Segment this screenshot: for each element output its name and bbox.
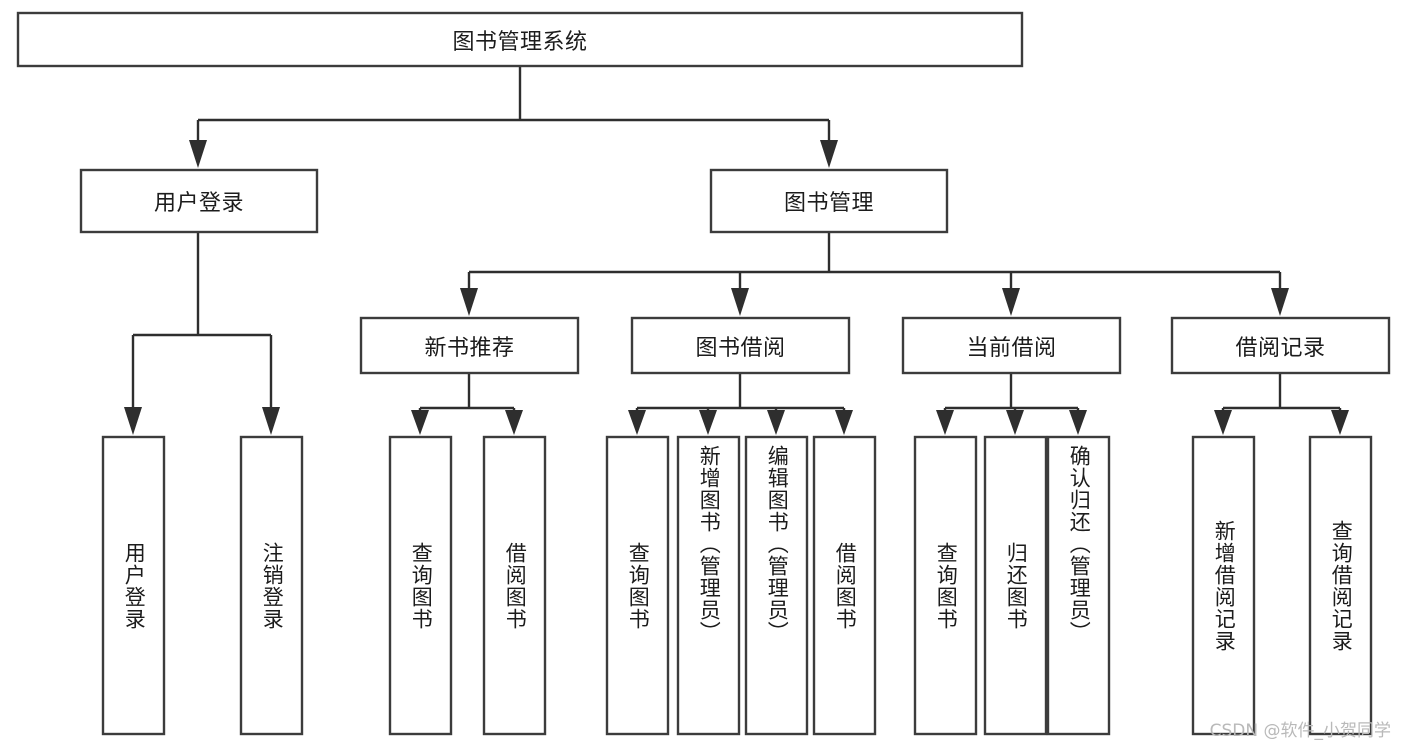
node-box-leaf-current-borrow-1[interactable]	[913, 435, 978, 736]
csdn-watermark: CSDN @软件_小贺同学	[1209, 721, 1391, 741]
arrow-borrow-record-leaf-1	[1214, 410, 1232, 435]
connector-group-book-manage	[460, 232, 1289, 316]
arrow-book-borrow-leaf-1	[628, 410, 646, 435]
node-box-leaf-user-login-2[interactable]	[239, 435, 304, 736]
node-box-user-login[interactable]	[79, 168, 319, 234]
node-box-leaf-borrow-record-1[interactable]	[1191, 435, 1256, 736]
arrow-new-book-leaf-2	[505, 410, 523, 435]
node-box-borrow-record[interactable]	[1170, 316, 1391, 375]
node-box-leaf-book-borrow-2[interactable]	[676, 435, 741, 736]
connector-group-current-borrow	[936, 373, 1087, 435]
node-box-leaf-book-borrow-1[interactable]	[605, 435, 670, 736]
node-box-leaf-new-book-2[interactable]	[482, 435, 547, 736]
arrow-book-borrow-leaf-4	[835, 410, 853, 435]
arrow-borrow-record-leaf-2	[1331, 410, 1349, 435]
node-box-leaf-borrow-record-2[interactable]	[1308, 435, 1373, 736]
connector-group-book-borrow	[628, 373, 853, 435]
arrow-book-manage-to-book-borrow	[731, 288, 749, 316]
arrow-user-login-leaf-2	[262, 407, 280, 435]
arrow-book-manage-to-current-borrow	[1002, 288, 1020, 316]
connector-group-borrow-record	[1214, 373, 1349, 435]
arrow-root-to-user-login	[189, 140, 207, 168]
node-box-new-book-recommend[interactable]	[359, 316, 580, 375]
arrow-user-login-leaf-1	[124, 407, 142, 435]
node-box-leaf-book-borrow-3[interactable]	[744, 435, 809, 736]
node-box-book-borrow[interactable]	[630, 316, 851, 375]
node-box-book-manage[interactable]	[709, 168, 949, 234]
arrow-current-borrow-leaf-2	[1006, 410, 1024, 435]
connector-group-root	[189, 66, 838, 168]
arrow-book-borrow-leaf-3	[767, 410, 785, 435]
arrow-book-manage-to-borrow-record	[1271, 288, 1289, 316]
connector-group-user-login	[124, 232, 280, 435]
node-box-leaf-current-borrow-2[interactable]	[983, 435, 1048, 736]
node-box-leaf-book-borrow-4[interactable]	[812, 435, 877, 736]
arrow-book-borrow-leaf-2	[699, 410, 717, 435]
node-box-leaf-new-book-1[interactable]	[388, 435, 453, 736]
connector-group-new-book	[411, 373, 523, 435]
arrow-new-book-leaf-1	[411, 410, 429, 435]
node-box-current-borrow[interactable]	[901, 316, 1122, 375]
arrow-current-borrow-leaf-1	[936, 410, 954, 435]
arrow-root-to-book-manage	[820, 140, 838, 168]
arrow-current-borrow-leaf-3	[1069, 410, 1087, 435]
node-box-leaf-current-borrow-3[interactable]	[1046, 435, 1111, 736]
node-box-root[interactable]	[16, 11, 1024, 68]
node-box-leaf-user-login-1[interactable]	[101, 435, 166, 736]
arrow-book-manage-to-new-book	[460, 288, 478, 316]
